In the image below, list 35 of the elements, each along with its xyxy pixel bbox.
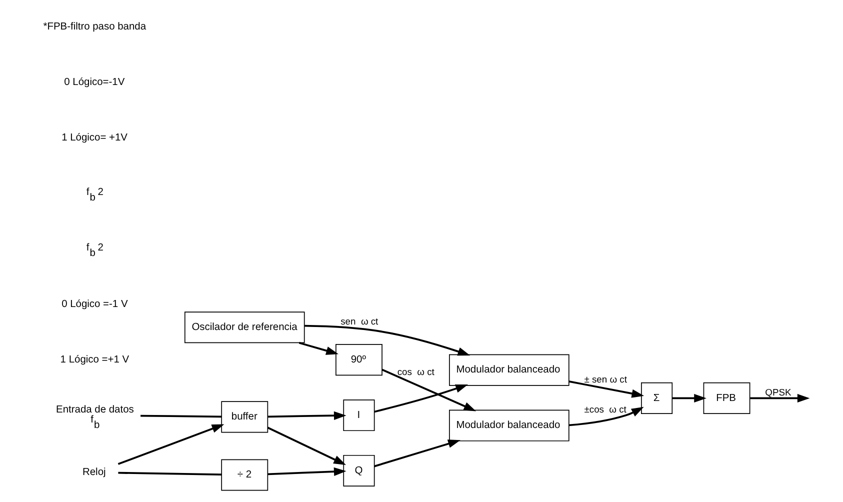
arrow	[568, 380, 644, 398]
arrow	[298, 342, 338, 355]
edge-label: ± sen ω ct	[584, 374, 626, 385]
connector	[140, 414, 221, 418]
node-box: Oscilador de referencia	[184, 312, 304, 344]
arrow	[117, 424, 224, 465]
arrow	[374, 384, 468, 413]
edge-label: ±cos ω ct	[584, 404, 626, 415]
node-box: Q	[342, 454, 374, 487]
node-box: FPB	[702, 382, 750, 414]
arrow	[266, 426, 346, 465]
arrow	[267, 467, 346, 476]
arrow	[267, 411, 346, 420]
edge-label: sen ω ct	[340, 316, 378, 327]
node-box: Modulador balanceado	[448, 354, 569, 386]
arrow	[381, 368, 476, 412]
label: 0 Lógico=-1V	[64, 77, 124, 88]
node-box: ÷ 2	[220, 459, 268, 491]
label: *FPB-filtro paso banda	[42, 22, 146, 33]
label: 1 Lógico= +1V	[61, 132, 128, 144]
label: 0 Lógico =-1 V	[61, 298, 128, 310]
node-box: buffer	[220, 401, 268, 433]
edge-label: QPSK	[764, 387, 791, 398]
arrow	[672, 394, 706, 402]
node-box: 90º	[335, 344, 382, 376]
label: 1 Lógico =+1 V	[60, 354, 129, 366]
node-box: I	[342, 399, 374, 432]
node-text: Reloj	[82, 467, 106, 478]
node-box: Σ	[640, 382, 672, 414]
arrow	[304, 324, 470, 356]
node-box: Modulador balanceado	[448, 410, 569, 442]
arrow	[568, 406, 644, 426]
edge-label: cos ω ct	[396, 366, 434, 377]
arrow	[374, 440, 460, 468]
connector	[118, 472, 222, 476]
